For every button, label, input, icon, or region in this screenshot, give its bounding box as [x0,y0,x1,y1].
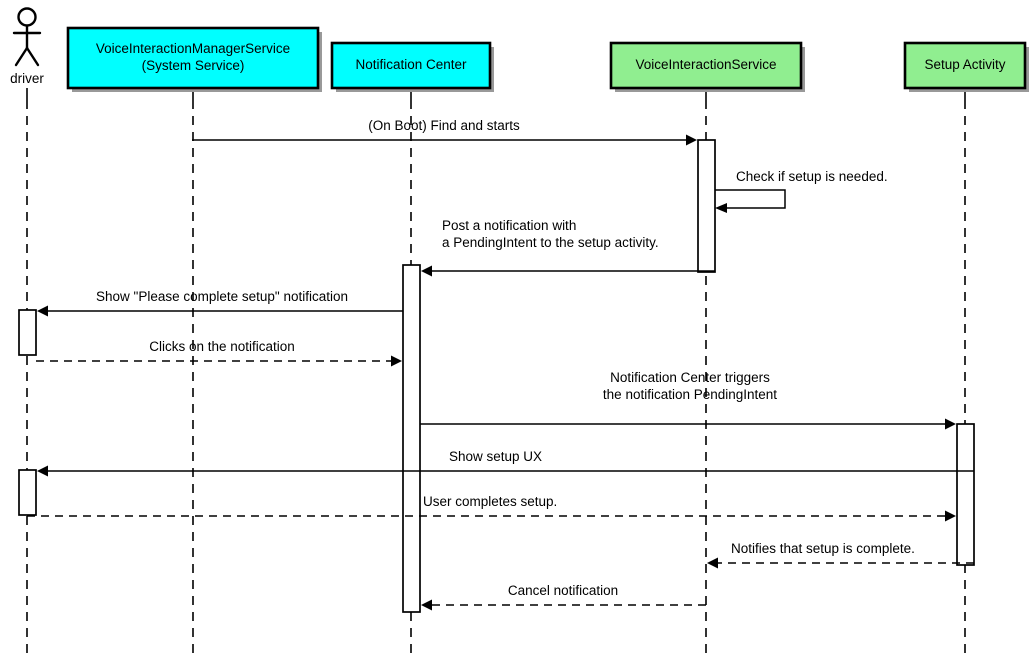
message-arrowhead-m3 [421,265,432,277]
activation-bar-driver [18,469,37,516]
participant-headers-layer: driver VoiceInteractionManagerService (Sys… [10,7,1029,92]
activation-bar-notification_center [402,264,421,613]
message-arrowhead-m2 [715,203,727,213]
message-m2[interactable]: Check if setup is needed. [715,169,888,213]
participant-box-vims[interactable] [66,26,320,90]
actor-leg-right-icon [25,46,40,67]
actor-leg-left-icon [14,46,29,67]
message-label-m3: Post a notification with [442,218,576,233]
message-line-m2 [715,189,786,209]
message-label-m7: Show setup UX [449,449,542,464]
message-m6[interactable]: Notification Center triggers the notifica… [420,370,956,430]
message-m1[interactable]: (On Boot) Find and starts [192,118,697,146]
message-label-m1: (On Boot) Find and starts [368,118,520,133]
participant-label-setup_activity: Setup Activity [924,57,1005,72]
message-m5[interactable]: Clicks on the notification [36,339,402,367]
message-label-m2: Check if setup is needed. [736,169,888,184]
message-label-m5: Clicks on the notification [149,339,295,354]
activation-bar-driver [18,309,37,356]
message-m10[interactable]: Cancel notification [421,583,706,611]
message-arrowhead-m4 [37,305,48,317]
message-arrowhead-m9 [707,557,718,569]
message-label-m4: Show "Please complete setup" notificatio… [96,289,348,304]
message-arrowhead-m1 [686,134,697,146]
message-label-m6: the notification PendingIntent [603,387,777,402]
message-m8[interactable]: User completes setup. [27,494,956,522]
participant-box-notification_center[interactable] [330,41,492,90]
message-label-m9: Notifies that setup is complete. [731,541,915,556]
participant-box-vis[interactable] [609,41,803,90]
actor-driver[interactable]: driver [10,7,44,87]
message-label-m6: Notification Center triggers [610,370,770,385]
activation-bar-setup_activity [956,423,975,566]
activation-bar-vis [697,139,716,273]
participant-label-notification_center: Notification Center [355,57,467,72]
participant-label-vis: VoiceInteractionService [635,57,776,72]
message-arrowhead-m5 [391,355,402,367]
message-label-m10: Cancel notification [508,583,618,598]
actor-head-icon [17,7,37,27]
message-m7[interactable]: Show setup UX [37,449,974,477]
message-arrowhead-m6 [945,418,956,430]
message-arrowhead-m8 [945,510,956,522]
message-label-m8: User completes setup. [423,494,557,509]
activations-layer [18,139,975,613]
participant-label-vims: (System Service) [142,58,245,73]
message-m9[interactable]: Notifies that setup is complete. [707,541,974,569]
message-arrowhead-m7 [37,465,48,477]
participant-box-setup_activity[interactable] [903,41,1027,90]
actor-label-driver: driver [10,71,44,86]
message-m4[interactable]: Show "Please complete setup" notificatio… [37,289,403,317]
message-m3[interactable]: Post a notification with a PendingIntent … [421,218,715,277]
participant-label-vims: VoiceInteractionManagerService [96,41,290,56]
message-label-m3: a PendingIntent to the setup activity. [442,235,659,250]
message-arrowhead-m10 [421,599,432,611]
